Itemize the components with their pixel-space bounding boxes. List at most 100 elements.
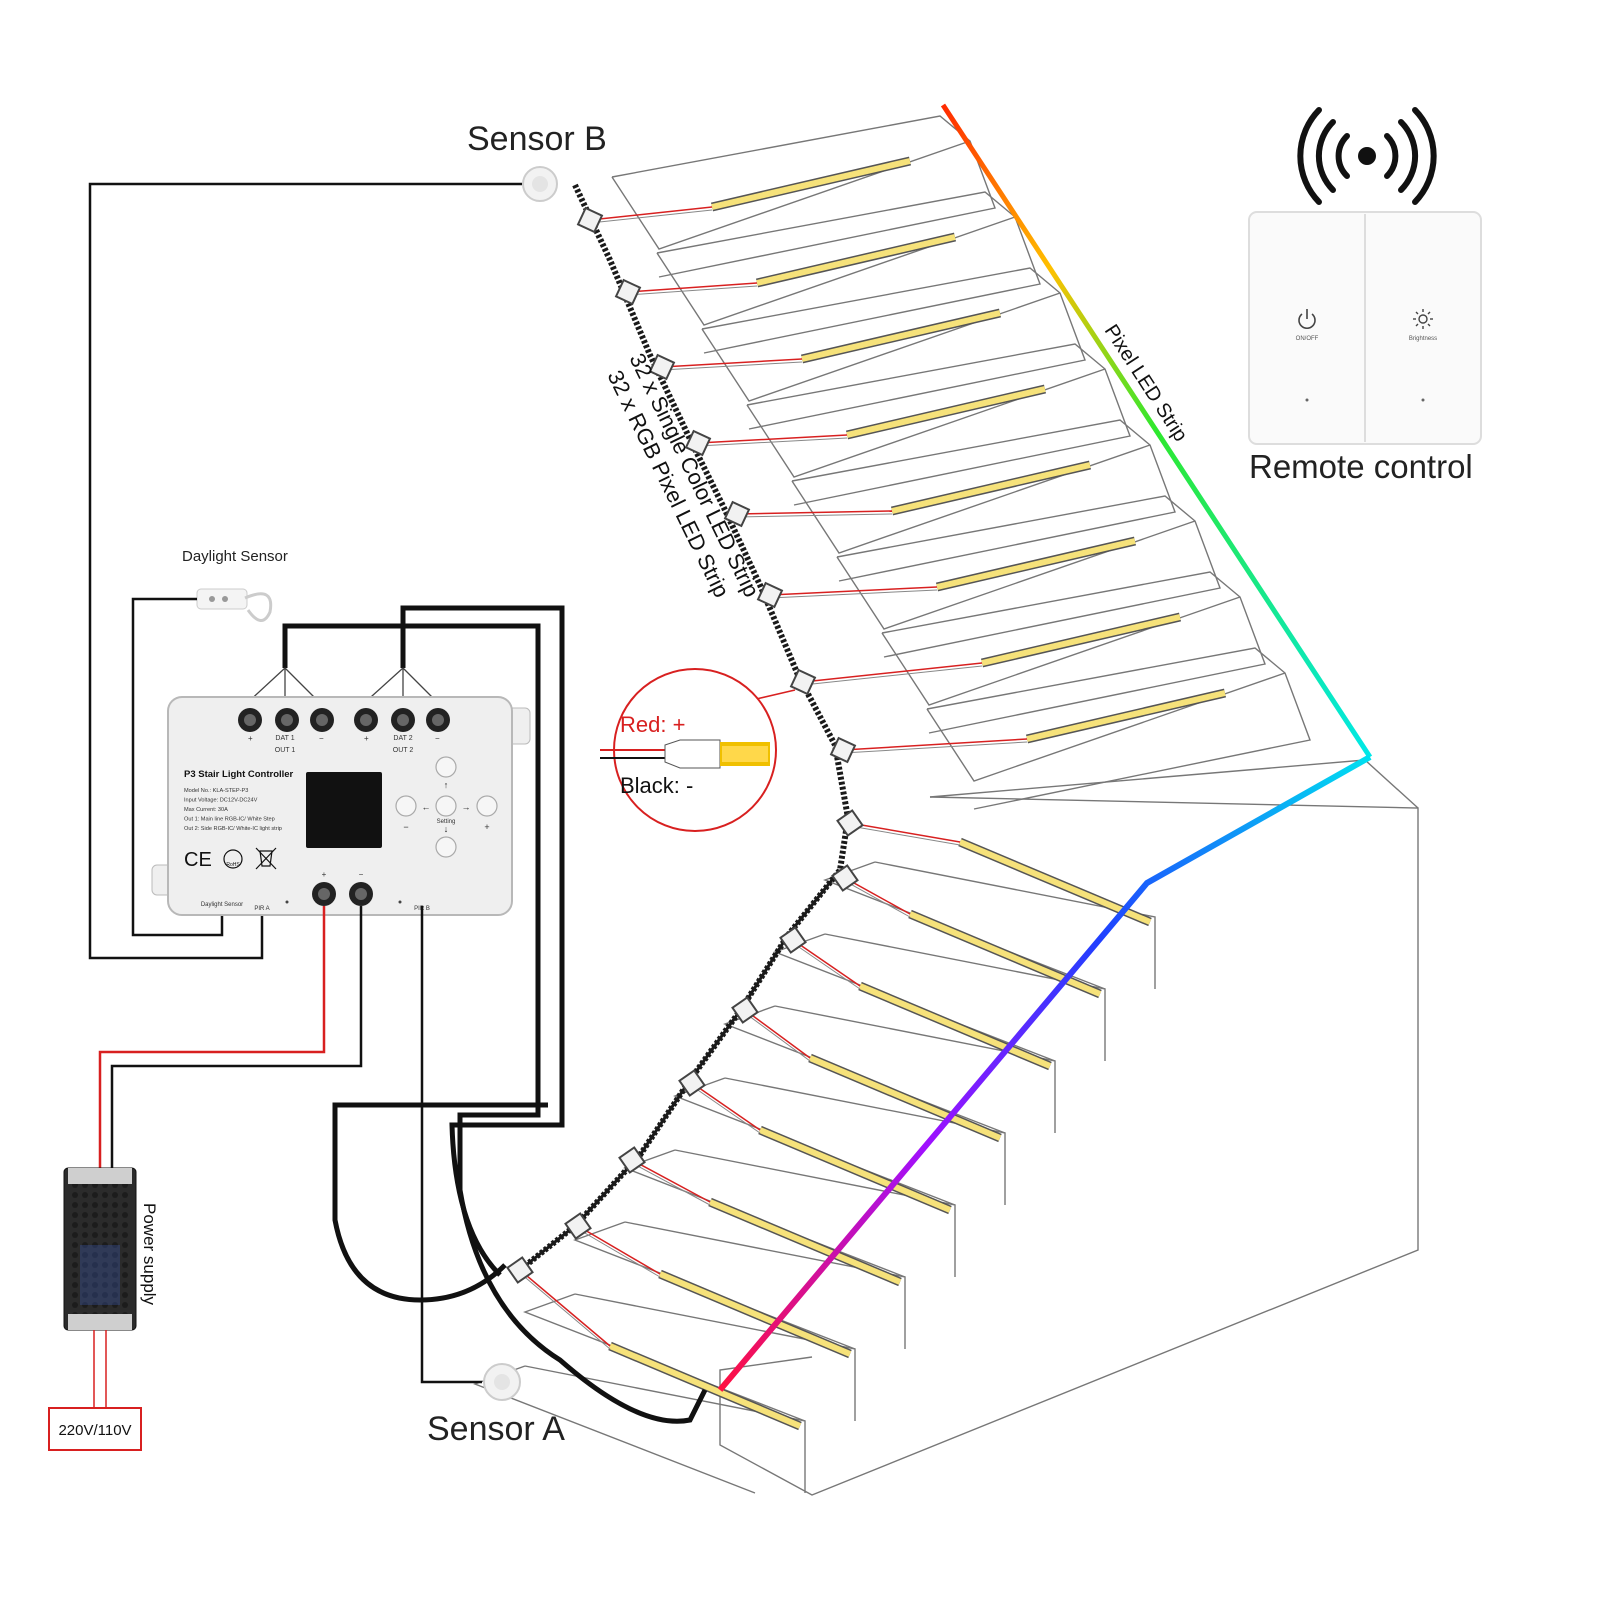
strip-connector <box>831 864 859 892</box>
wire-polarity-callout <box>600 668 796 832</box>
power-supply <box>63 1167 137 1331</box>
stair-step <box>524 1365 806 1493</box>
down-button[interactable] <box>435 836 457 858</box>
svg-text:−: − <box>319 734 324 743</box>
power-black-wire <box>110 906 363 1168</box>
sensor-cable <box>332 1102 548 1303</box>
wireless-signal-icon <box>1297 107 1437 205</box>
stair-step <box>624 1221 906 1349</box>
stair-step <box>824 933 1106 1061</box>
stair-light-controller: DAT 1 OUT 1 DAT 2 OUT 2 + − + − P3 Stair… <box>151 696 531 916</box>
stair-step <box>791 419 1176 582</box>
up-button[interactable] <box>435 756 457 778</box>
strip-connector <box>779 926 807 954</box>
stair-riser <box>791 444 1151 554</box>
controller-display <box>306 772 382 848</box>
svg-text:+: + <box>248 734 253 743</box>
strip-connector <box>648 353 676 381</box>
power-input-terminals <box>312 882 373 906</box>
spec-line: Model No.: KLA-STEP-P3 <box>184 788 248 794</box>
strip-connector <box>614 278 642 306</box>
black-minus-label: Black: - <box>620 773 693 798</box>
ce-mark: CE <box>184 849 212 871</box>
daylight-port-label: Daylight Sensor <box>201 902 243 908</box>
strip-connector <box>731 996 759 1024</box>
spec-line: Input Voltage: DC12V-DC24V <box>184 798 258 804</box>
right-button[interactable] <box>476 795 498 817</box>
pixel-led-strip-upper <box>940 103 1373 759</box>
stair-riser <box>926 672 1286 782</box>
strip-connector <box>789 668 817 696</box>
daylight-sensor-wire <box>131 597 224 937</box>
out2-cable <box>400 605 565 1277</box>
strip-connector <box>723 500 751 528</box>
strip-connector <box>829 736 857 764</box>
svg-text:+: + <box>364 734 369 743</box>
mains-label: 220V/110V <box>58 1422 131 1439</box>
sensor-b-label: Sensor B <box>467 120 607 158</box>
controller-title: P3 Stair Light Controller <box>184 769 294 780</box>
pixel-led-strip-lower <box>717 754 1372 1392</box>
stair-step <box>874 861 1156 989</box>
stair-step <box>774 1005 1056 1133</box>
sensor-b <box>522 166 558 202</box>
stair-step <box>656 191 1041 354</box>
stair-step <box>926 647 1311 810</box>
power-supply-label: Power supply <box>140 1203 159 1306</box>
sensor-a-wire <box>420 906 482 1384</box>
strip-connector <box>756 581 784 609</box>
spec-line: Out 2: Side RGB-IC/ White-IC light strip <box>184 826 282 832</box>
dat2-label: DAT 2 <box>393 735 412 742</box>
strip-connector <box>678 1069 706 1097</box>
svg-text:←: ← <box>422 802 431 812</box>
sensor-a <box>483 1363 521 1401</box>
power-red-wire <box>98 906 326 1168</box>
lower-step-led-strips <box>519 822 1152 1431</box>
sensor-a-label: Sensor A <box>427 1410 565 1448</box>
remote-on-off-label: ON/OFF <box>1296 336 1319 342</box>
stair-riser <box>881 596 1241 706</box>
stair-step <box>674 1149 956 1277</box>
stair-riser <box>701 292 1061 402</box>
svg-text:−: − <box>359 870 364 879</box>
strip-connector <box>684 429 712 457</box>
stair-riser <box>656 216 1016 326</box>
rohs-mark: RoHS <box>226 862 240 868</box>
stair-step <box>574 1293 856 1421</box>
sun-icon <box>1413 309 1433 329</box>
left-button[interactable] <box>395 795 417 817</box>
mains-box <box>48 1407 142 1451</box>
connector-blocks <box>506 206 864 1284</box>
pixel-led-strip-label: Pixel LED Strip <box>1100 321 1192 446</box>
weee-bin-icon <box>255 847 277 870</box>
svg-text:+: + <box>484 822 489 832</box>
daylight-sensor <box>196 588 273 622</box>
svg-text:↑: ↑ <box>444 780 449 790</box>
out2-label: OUT 2 <box>393 747 414 754</box>
sensor-b-wire <box>88 182 522 960</box>
stair-step <box>746 343 1131 506</box>
svg-text:+: + <box>322 870 327 879</box>
stair-step <box>836 495 1221 658</box>
daylight-sensor-label: Daylight Sensor <box>182 548 288 565</box>
remote-control: ON/OFF Brightness <box>1248 211 1482 445</box>
upper-step-led-strips <box>589 156 1227 754</box>
strip-connector <box>618 1146 646 1174</box>
red-plus-label: Red: + <box>620 712 685 737</box>
pir-a-label: PIR A <box>254 906 269 912</box>
controller-buttons <box>395 756 498 858</box>
setting-label: Setting <box>437 819 456 825</box>
spec-line: Out 1: Main line RGB-IC/ White Step <box>184 817 275 823</box>
stair-step <box>701 267 1086 430</box>
svg-text:−: − <box>435 734 440 743</box>
stair-step <box>611 115 996 278</box>
dat1-label: DAT 1 <box>275 735 294 742</box>
stair-riser <box>836 520 1196 630</box>
svg-text:→: → <box>462 802 471 812</box>
stair-step <box>724 1077 1006 1205</box>
setting-button[interactable] <box>435 795 457 817</box>
svg-text:−: − <box>403 822 408 832</box>
remote-control-label: Remote control <box>1249 448 1473 485</box>
spec-line: Max Current: 30A <box>184 807 228 813</box>
